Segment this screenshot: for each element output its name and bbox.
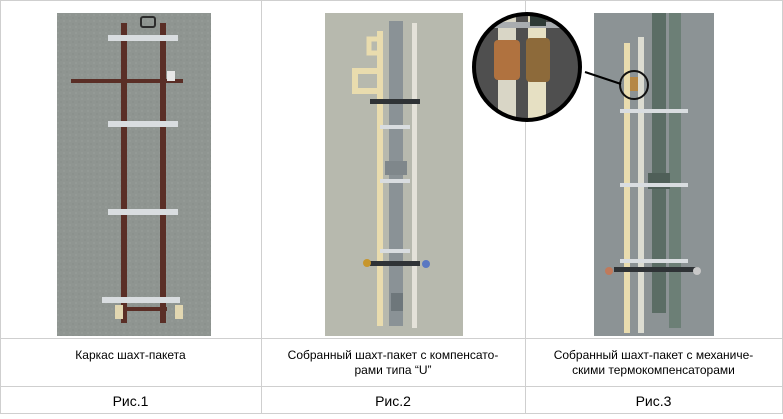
table-border-top: [0, 0, 783, 1]
caption-figure-3-line-2: скими термокомпенсаторами: [572, 363, 735, 377]
caption-figure-2-line-2: рами типа “U”: [354, 363, 432, 377]
figure-label-1: Рис.1: [112, 393, 149, 409]
riser-with-u-compensators-photo: [325, 13, 463, 336]
caption-figure-3: Собранный шахт-пакет с механиче- скими т…: [525, 348, 782, 378]
table-divider-2: [525, 0, 526, 414]
mechanical-compensator-zoom-inset: [470, 0, 584, 134]
table-border-bottom: [0, 413, 783, 414]
figure-label-3: Рис.3: [635, 393, 672, 409]
figure-label-2: Рис.2: [375, 393, 411, 409]
riser-with-mechanical-compensators-photo: [594, 13, 714, 336]
caption-figure-1-line-1: Каркас шахт-пакета: [75, 348, 186, 362]
caption-figure-3-line-1: Собранный шахт-пакет с механиче-: [553, 348, 754, 362]
caption-figure-2: Собранный шахт-пакет с компенсато- рами …: [261, 348, 525, 378]
table-row-divider-2: [0, 386, 783, 387]
table-border-left: [0, 0, 1, 414]
caption-figure-2-line-1: Собранный шахт-пакет с компенсато-: [287, 348, 499, 362]
caption-figure-1: Каркас шахт-пакета: [0, 348, 261, 363]
riser-frame-photo: [57, 13, 211, 336]
table-row-divider-1: [0, 338, 783, 339]
table-divider-1: [261, 0, 262, 414]
